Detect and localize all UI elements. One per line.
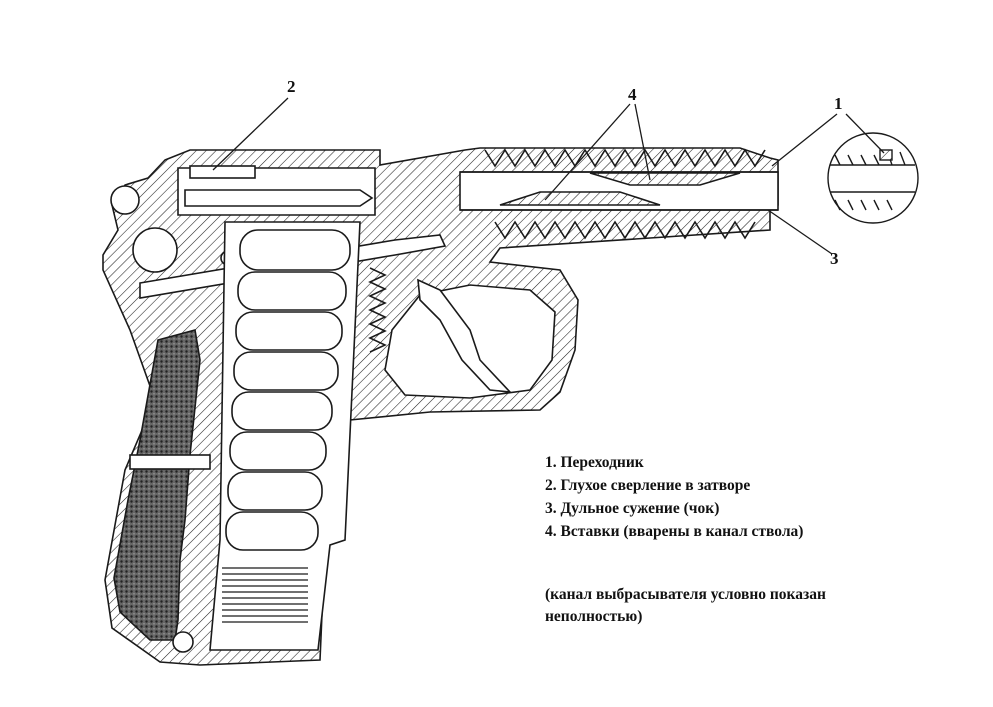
pistol-body [102,147,779,666]
legend-item-2: 2. Глухое сверление в затворе [545,477,751,494]
leader-4b [634,103,651,181]
trigger [417,278,513,394]
insert-2 [589,172,741,186]
lower-spring [494,220,756,240]
lanyard-ring [172,631,194,653]
callout-3: 3 [830,249,839,268]
callout-2: 2 [287,77,296,96]
magazine-spring [222,567,308,623]
leader-1a [771,113,838,167]
legend-item-3: 3. Дульное сужение (чок) [545,500,720,517]
recoil-spring [484,148,766,168]
legend-item-4: 4. Вставки (вварены в канал ствола) [545,523,804,540]
leader-3 [767,209,833,255]
detail-inset [827,132,919,224]
cartridges [225,229,351,551]
leader-4a [544,103,631,201]
grip-panel [113,328,201,641]
leader-lines [212,97,885,255]
legend-item-1: 1. Переходник [545,454,644,471]
blind-bore [189,165,256,179]
leader-2 [212,97,289,171]
insert-1 [499,191,661,206]
callout-1: 1 [834,94,843,113]
leader-1b [845,113,885,154]
mainspring [368,267,387,353]
hammer [132,227,178,273]
firing-pin [184,189,374,207]
legend: 1. Переходник 2. Глухое сверление в затв… [545,451,803,543]
magazine-latch [129,454,211,470]
callout-4: 4 [628,85,637,104]
footnote: (канал выбрасывателя условно показан неп… [545,586,826,625]
